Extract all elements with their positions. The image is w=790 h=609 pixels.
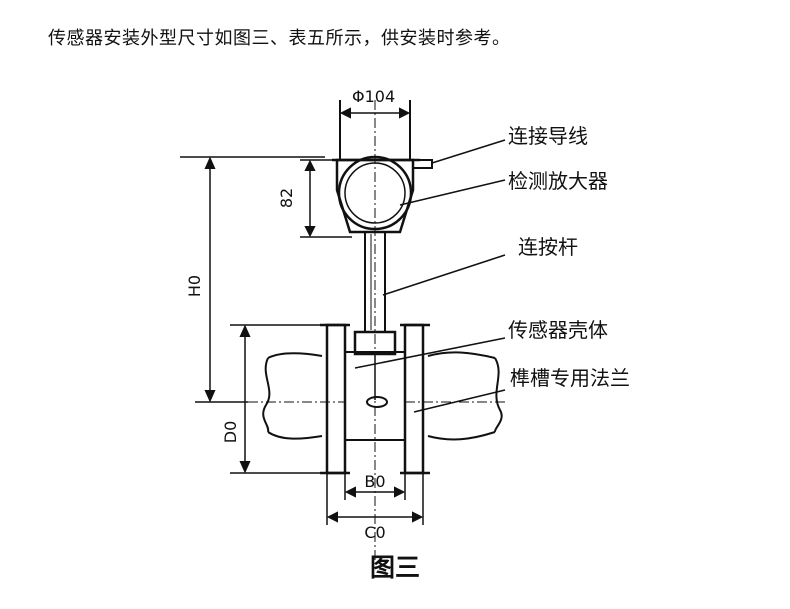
intro-text: 传感器安装外型尺寸如图三、表五所示，供安装时参考。: [48, 28, 511, 49]
label-lead-wire: 连接导线: [508, 124, 588, 148]
leader-amplifier: [399, 179, 506, 206]
d0-label: D0: [221, 421, 240, 444]
small-dim-label: 82: [277, 188, 296, 208]
c0-arrow-right: [412, 511, 424, 523]
label-rod: 连按杆: [518, 235, 578, 259]
c0-label: C0: [364, 523, 385, 542]
small-dim-arrow-top: [304, 159, 316, 171]
small-dim-arrow-bottom: [304, 226, 316, 238]
pipe-left-end: [262, 357, 271, 433]
label-flange: 榫槽专用法兰: [510, 366, 630, 390]
leader-lead-wire: [431, 139, 506, 164]
flange-left: [325, 323, 347, 475]
c0-arrow-left: [326, 511, 338, 523]
d0-arrow-top: [239, 324, 251, 337]
figure-caption: 图三: [369, 553, 420, 582]
phi-arrow-left: [339, 107, 351, 119]
pipe-top-edge: [267, 352, 323, 359]
phi-label: Φ104: [352, 87, 395, 106]
amplifier-dial-inner: [344, 162, 406, 224]
leader-sensor-body: [354, 337, 506, 369]
phi-arrow-right: [399, 107, 411, 119]
lead-wire-connector: [413, 159, 433, 169]
pipe-right-end: [494, 357, 503, 433]
leader-flange: [413, 389, 506, 413]
h0-label: H0: [185, 275, 204, 297]
h0-arrow-bottom: [204, 390, 216, 403]
b0-label: B0: [364, 472, 385, 491]
flange-right: [403, 323, 425, 475]
b0-arrow-right: [394, 486, 406, 498]
pipe-bottom-edge: [267, 431, 323, 440]
h0-arrow-top: [204, 156, 216, 169]
pipe-top-edge-right: [427, 351, 496, 359]
amplifier-dial-outer: [337, 155, 413, 231]
label-amplifier: 检测放大器: [508, 169, 608, 193]
vortex-generator: [366, 396, 388, 408]
label-sensor-body: 传感器壳体: [508, 318, 608, 342]
leader-rod: [382, 254, 506, 296]
d0-arrow-bottom: [239, 461, 251, 474]
pipe-bottom-edge-right: [427, 431, 496, 441]
b0-arrow-left: [344, 486, 356, 498]
